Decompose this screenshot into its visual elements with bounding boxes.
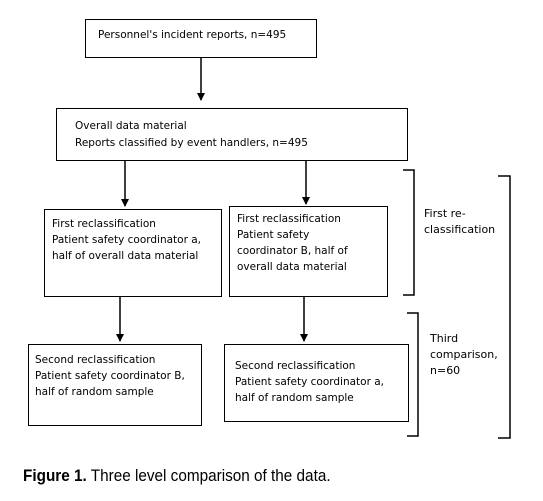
label-first-reclassification: First re- classification bbox=[424, 206, 495, 238]
box-second-reclassification-b: Second reclassification Patient safety c… bbox=[28, 344, 202, 426]
figure-caption-text: Three level comparison of the data. bbox=[86, 466, 331, 485]
label-text-line: classification bbox=[424, 223, 496, 236]
label-third-comparison: Third comparison, n=60 bbox=[430, 331, 498, 379]
box-overall-data-material: Overall data material Reports classified… bbox=[56, 108, 408, 161]
box-text-line: Patient safety coordinator a, bbox=[235, 376, 385, 388]
box-text-line: half of random sample bbox=[35, 386, 154, 398]
label-text-line: First re- bbox=[424, 207, 466, 220]
label-text-line: comparison, bbox=[430, 348, 498, 361]
box-text-line: First reclassification bbox=[237, 213, 341, 225]
box-text-line: Overall data material bbox=[75, 120, 187, 132]
box-text-line: coordinator B, half of bbox=[237, 245, 348, 257]
figure-caption: Figure 1. Three level comparison of the … bbox=[23, 466, 331, 486]
box-text-line: Second reclassification bbox=[235, 360, 356, 372]
box-text-line: Second reclassification bbox=[35, 354, 156, 366]
label-text-line: Third bbox=[430, 332, 459, 345]
box-text-line: Personnel's incident reports, n=495 bbox=[98, 29, 287, 41]
box-first-reclassification-b: First reclassification Patient safety co… bbox=[229, 206, 388, 297]
box-personnel-incident-reports: Personnel's incident reports, n=495 bbox=[85, 19, 317, 58]
figure-caption-label: Figure 1. bbox=[23, 466, 87, 485]
label-text-line: n=60 bbox=[430, 364, 461, 377]
box-text-line: Reports classified by event handlers, n=… bbox=[75, 137, 308, 149]
box-text-line: half of overall data material bbox=[52, 250, 199, 262]
box-text-line: Patient safety coordinator a, bbox=[52, 234, 202, 246]
box-first-reclassification-a: First reclassification Patient safety co… bbox=[44, 209, 222, 297]
bracket-first-reclassification bbox=[403, 169, 415, 296]
box-text-line: First reclassification bbox=[52, 218, 156, 230]
box-second-reclassification-a: Second reclassification Patient safety c… bbox=[224, 344, 409, 422]
bracket-overall-outer bbox=[498, 175, 511, 439]
box-text-line: Patient safety coordinator B, bbox=[35, 370, 185, 382]
box-text-line: half of random sample bbox=[235, 392, 354, 404]
box-text-line: Patient safety bbox=[237, 229, 310, 241]
box-text-line: overall data material bbox=[237, 261, 347, 273]
bracket-third-comparison bbox=[407, 312, 419, 437]
